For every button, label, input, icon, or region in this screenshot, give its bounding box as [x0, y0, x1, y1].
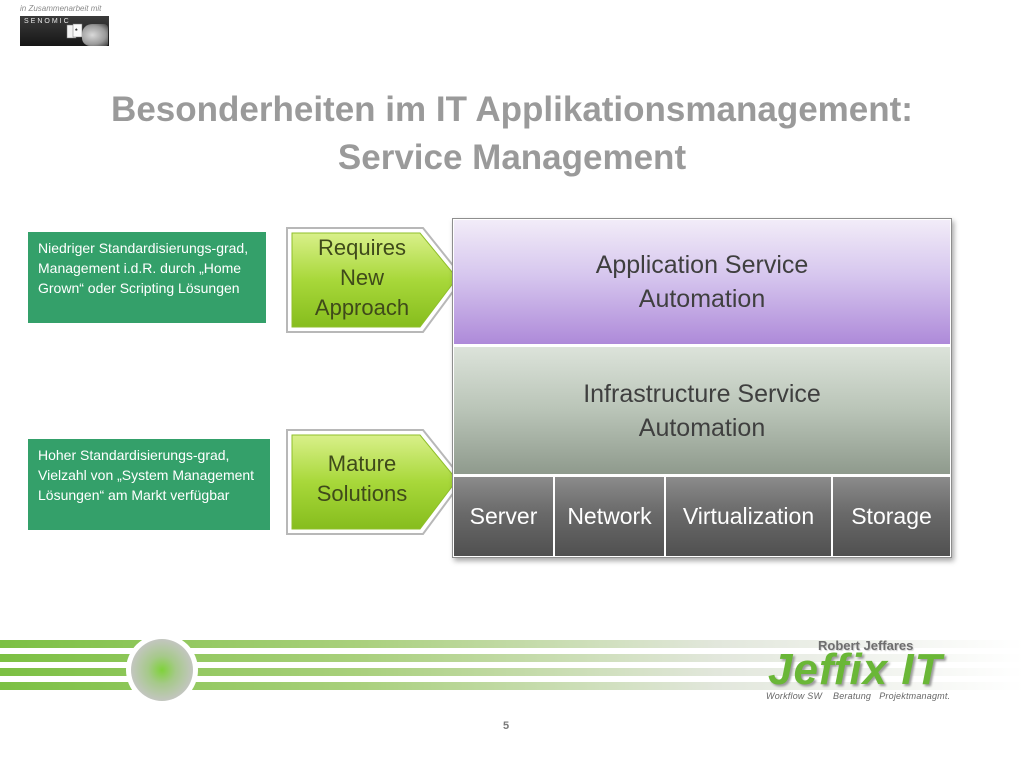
arrow-label-line: Requires — [317, 235, 407, 260]
arrow-mature-solutions — [286, 429, 465, 535]
footer-decoration — [0, 634, 1024, 702]
brand-logo: Jeffix IT — [768, 645, 943, 694]
partner-logo-text: SENOMIC — [24, 18, 71, 25]
infrastructure-service-automation-layer: Infrastructure Service Automation — [454, 347, 950, 474]
layer-label-line: Infrastructure Service — [583, 379, 821, 408]
component-virtualization: Virtualization — [666, 477, 831, 556]
note-low-standardization: Niedriger Standardisierungs-grad, Manage… — [28, 232, 266, 323]
collaboration-text: in Zusammenarbeit mit — [20, 4, 102, 13]
arrows-graphic — [286, 227, 465, 535]
component-row: Server Network Virtualization Storage — [454, 477, 950, 556]
arrow-label-line: Mature — [327, 451, 397, 476]
green-orb-icon — [131, 639, 193, 701]
arrow-label-line: Approach — [314, 295, 410, 320]
automation-stack: Application Service Automation Infrastru… — [452, 218, 952, 558]
brand-person-name: Robert Jeffares — [818, 638, 914, 653]
component-storage: Storage — [833, 477, 950, 556]
arrow-label-line: Solutions — [316, 481, 408, 506]
arrow-label-requires-new-approach: Requires New Approach — [296, 233, 428, 323]
arrow-label-line: New — [339, 265, 384, 290]
svg-text:♠: ♠ — [75, 27, 78, 33]
note-high-standardization: Hoher Standardisierungs-grad, Vielzahl v… — [28, 439, 270, 530]
page-number: 5 — [503, 720, 510, 732]
slide-title-line2: Service Management — [337, 138, 687, 177]
component-server: Server — [454, 477, 553, 556]
arrow-label-mature-solutions: Mature Solutions — [296, 449, 428, 509]
arrow-requires-new-approach — [286, 227, 465, 333]
component-network: Network — [555, 477, 664, 556]
slide-title-line1: Besonderheiten im IT Applikationsmanagem… — [111, 90, 913, 129]
layer-label-line: Automation — [638, 285, 766, 313]
layer-label-line: Application Service — [595, 251, 809, 279]
slide-title: Besonderheiten im IT Applikationsmanagem… — [0, 86, 1024, 182]
hand-icon — [82, 24, 108, 46]
application-service-automation-layer: Application Service Automation — [454, 220, 950, 344]
layer-label-line: Automation — [638, 413, 766, 442]
partner-logo: SENOMIC ♠ — [20, 16, 109, 46]
brand-tagline: Workflow SW Beratung Projektmanagmt. — [766, 691, 951, 701]
